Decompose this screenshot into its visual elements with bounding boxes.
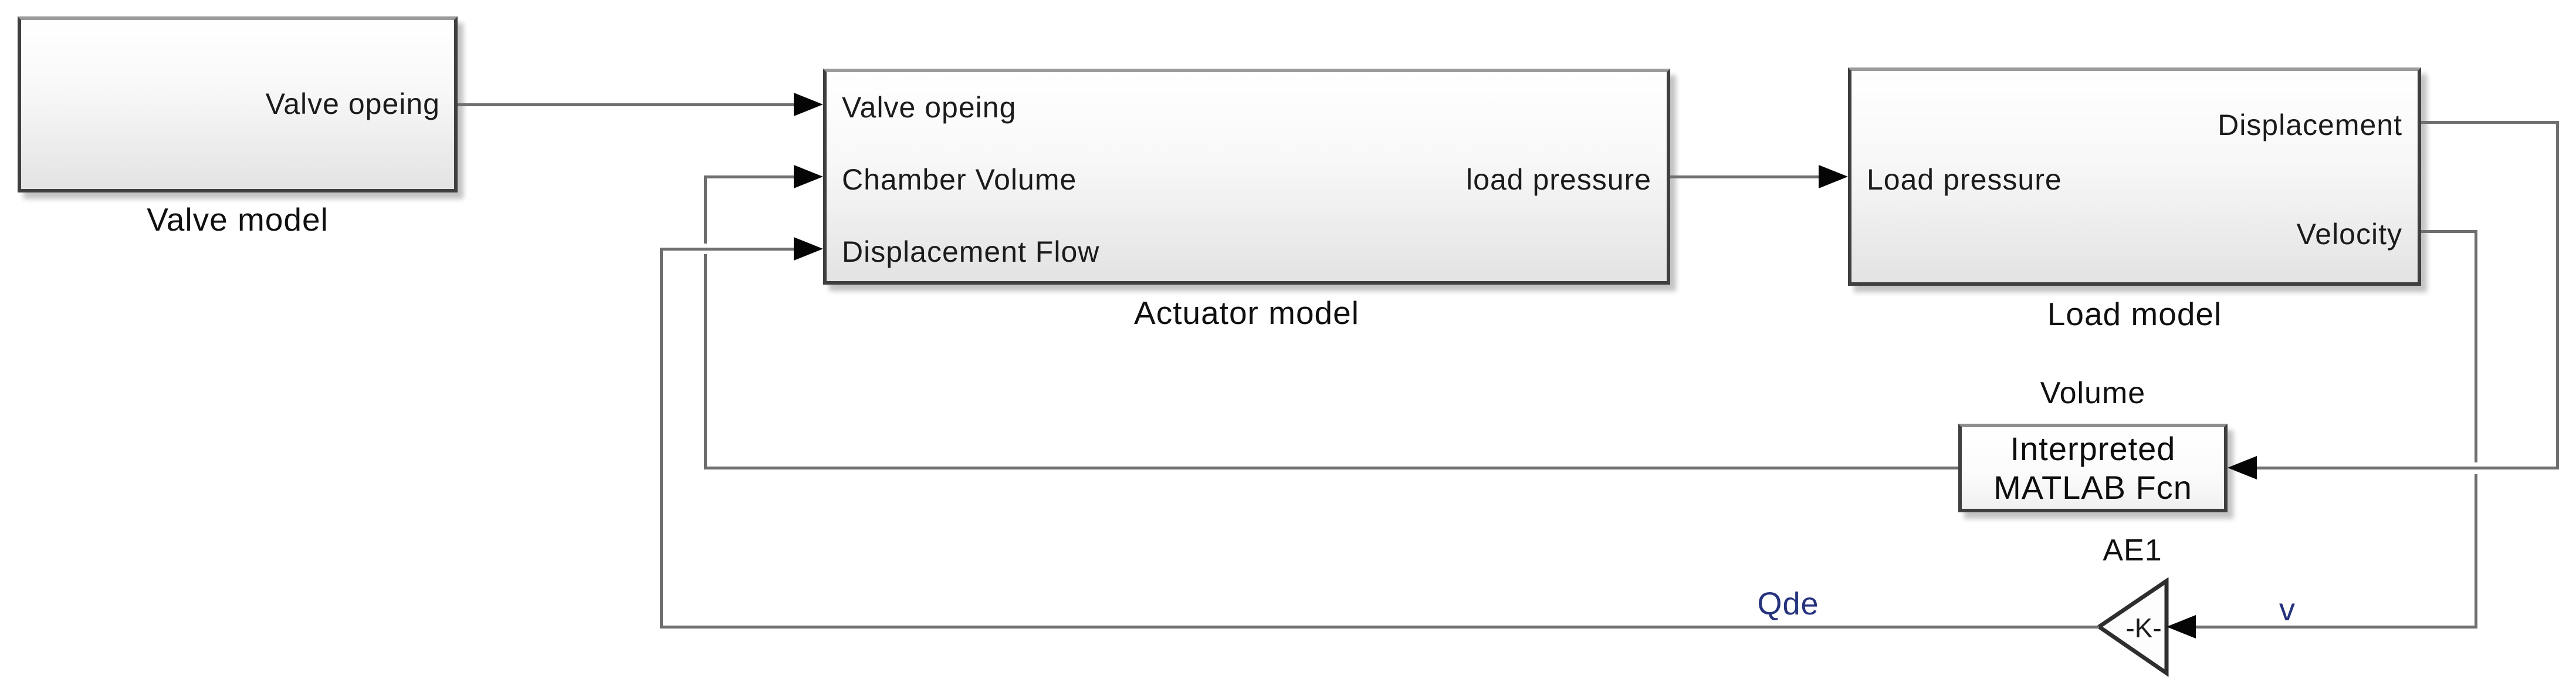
actuator-input-port-displacement-flow: Displacement Flow	[842, 235, 1100, 268]
interpreted-fcn-text: Interpreted MATLAB Fcn	[1962, 427, 2224, 509]
valve-model-block[interactable]: Valve opeing	[18, 16, 458, 192]
load-model-block[interactable]: Load pressure Displacement Velocity	[1848, 67, 2421, 286]
actuator-output-port-load-pressure: load pressure	[1466, 163, 1651, 196]
arrowhead-actuator-in3	[794, 237, 823, 261]
interpreted-matlab-fcn-block[interactable]: Interpreted MATLAB Fcn	[1958, 424, 2228, 512]
wire-to-displacement-flow[interactable]	[660, 248, 799, 251]
load-input-port-load-pressure: Load pressure	[1867, 163, 2062, 196]
gain-block-name[interactable]: AE1	[2103, 533, 2162, 567]
actuator-input-port-chamber-volume: Chamber Volume	[842, 163, 1077, 196]
wire-displacement-to-fcn[interactable]	[2255, 467, 2559, 469]
load-output-port-velocity: Velocity	[2296, 217, 2402, 251]
arrowhead-actuator-in2	[794, 165, 823, 188]
signal-label-qde[interactable]: Qde	[1757, 586, 1819, 621]
interpreted-fcn-name[interactable]: Volume	[2040, 376, 2146, 410]
wire-velocity-vertical-upper[interactable]	[2475, 230, 2477, 462]
actuator-model-name[interactable]: Actuator model	[1134, 295, 1359, 331]
interpreted-fcn-text-line2: MATLAB Fcn	[1993, 468, 2192, 506]
wire-displacement-flow-vertical[interactable]	[660, 248, 663, 629]
wire-displacement-vertical[interactable]	[2556, 121, 2559, 469]
actuator-input-port-valve-opening: Valve opeing	[842, 90, 1017, 124]
interpreted-fcn-text-line1: Interpreted	[2010, 430, 2176, 467]
wire-velocity-vertical-lower[interactable]	[2475, 474, 2477, 629]
gain-value-text: -K-	[2125, 613, 2161, 643]
actuator-model-block[interactable]: Valve opeing Chamber Volume Displacement…	[823, 69, 1670, 285]
wire-valve-to-actuator[interactable]	[458, 103, 799, 106]
gain-block[interactable]: -K-	[2096, 577, 2170, 677]
wire-velocity-top[interactable]	[2421, 230, 2477, 233]
load-output-port-displacement: Displacement	[2218, 108, 2402, 141]
arrowhead-fcn-in	[2228, 456, 2257, 479]
arrowhead-gain-in	[2167, 615, 2196, 638]
valve-output-port-label: Valve opeing	[265, 87, 440, 120]
valve-model-name[interactable]: Valve model	[147, 201, 329, 238]
wire-gain-output[interactable]	[660, 626, 2099, 629]
wire-chamber-vertical-upper[interactable]	[704, 175, 707, 244]
wire-to-chamber-volume[interactable]	[704, 175, 799, 178]
wire-actuator-to-load[interactable]	[1670, 175, 1822, 178]
load-model-name[interactable]: Load model	[2047, 296, 2222, 332]
wire-velocity-to-gain[interactable]	[2194, 626, 2477, 629]
wire-chamber-vertical-lower[interactable]	[704, 254, 707, 469]
arrowhead-load-in	[1819, 165, 1848, 188]
signal-label-v[interactable]: v	[2279, 592, 2296, 627]
wire-fcn-output[interactable]	[704, 467, 1958, 469]
arrowhead-actuator-in1	[794, 93, 823, 116]
wire-displacement-top[interactable]	[2421, 121, 2559, 124]
